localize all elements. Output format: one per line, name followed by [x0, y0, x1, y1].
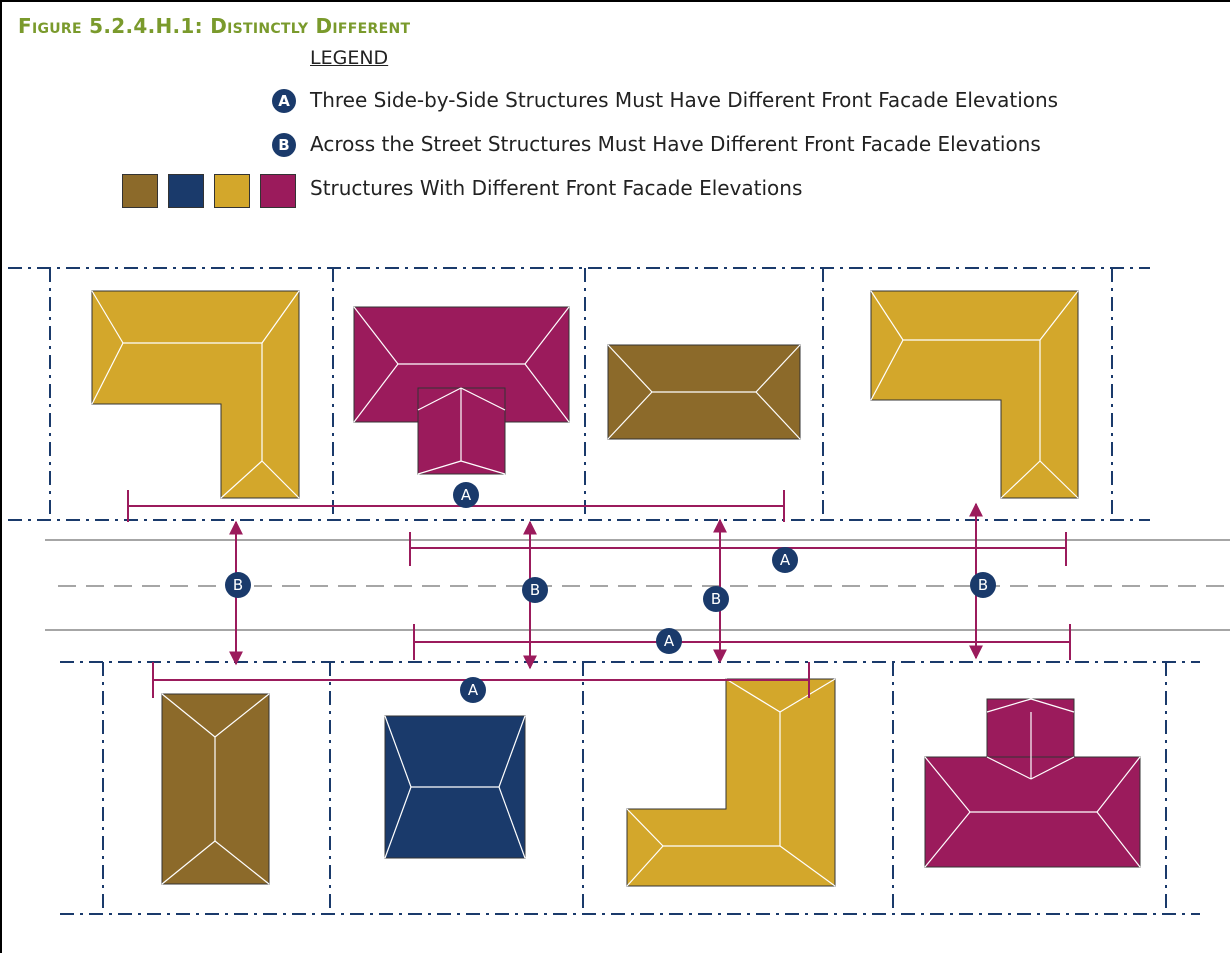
svg-text:A: A	[780, 551, 791, 569]
legend-item-swatches-text: Structures With Different Front Facade E…	[310, 176, 803, 200]
marker-b-icon: B	[225, 572, 251, 598]
marker-b-icon: B	[272, 133, 296, 157]
lot-lines	[8, 267, 1200, 915]
legend-item-b-text: Across the Street Structures Must Have D…	[310, 132, 1041, 156]
marker-badges: A A A A B B B B	[225, 482, 996, 703]
figure-title: Figure 5.2.4.H.1: Distinctly Different	[18, 14, 411, 38]
marker-b-icon: B	[522, 577, 548, 603]
figure-frame-top	[0, 0, 1230, 2]
svg-text:B: B	[530, 581, 540, 599]
svg-text:A: A	[468, 681, 479, 699]
svg-text:A: A	[664, 632, 675, 650]
street	[45, 539, 1230, 631]
house-bottom-4-magenta-t	[924, 698, 1141, 868]
swatch-gold	[214, 174, 250, 208]
marker-a-icon: A	[656, 628, 682, 654]
swatch-brown	[122, 174, 158, 208]
svg-text:A: A	[461, 486, 472, 504]
legend-item-swatches: Structures With Different Front Facade E…	[122, 172, 922, 208]
marker-a-icon: A	[272, 89, 296, 113]
house-top-4-gold-l	[870, 290, 1079, 499]
house-top-3-brown-rect	[607, 344, 801, 440]
marker-a-icon: A	[453, 482, 479, 508]
house-bottom-1-brown-rect	[161, 693, 270, 885]
marker-b-icon: B	[970, 572, 996, 598]
svg-text:B: B	[233, 576, 243, 594]
swatch-navy	[168, 174, 204, 208]
house-bottom-2-navy-square	[384, 715, 526, 859]
marker-a-icon: A	[460, 677, 486, 703]
legend-item-a-text: Three Side-by-Side Structures Must Have …	[310, 88, 1059, 112]
svg-text:B: B	[711, 590, 721, 608]
figure-frame-left	[0, 0, 2, 953]
marker-a-icon: A	[772, 547, 798, 573]
svg-text:B: B	[978, 576, 988, 594]
swatch-magenta	[260, 174, 296, 208]
marker-b-icon: B	[703, 586, 729, 612]
house-top-2-magenta-t	[353, 306, 570, 475]
legend-heading: LEGEND	[310, 47, 389, 69]
house-bottom-3-gold-l	[626, 678, 836, 887]
dimension-lines-a	[127, 490, 1071, 698]
house-top-1-gold-l	[91, 290, 300, 499]
